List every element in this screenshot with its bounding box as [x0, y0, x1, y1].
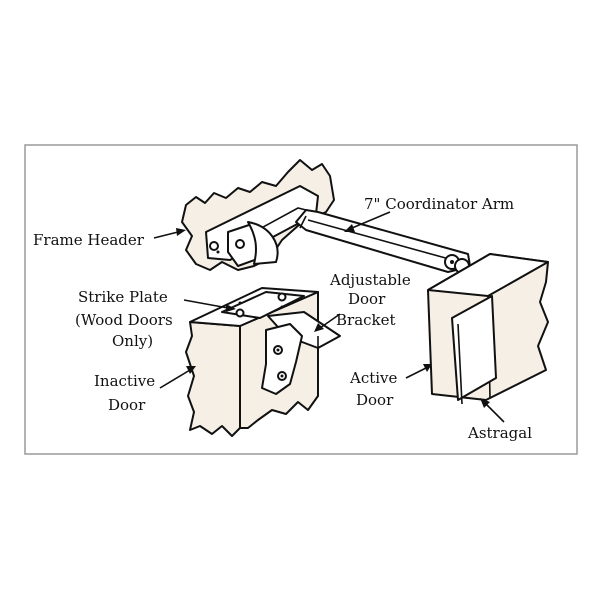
label-adjustable-line1: Adjustable [329, 271, 411, 289]
label-strike-plate-line2: (Wood Doors [75, 311, 173, 329]
label-inactive-line2: Door [108, 396, 146, 414]
label-coordinator-arm: 7" Coordinator Arm [364, 195, 514, 213]
leader-lines [153, 211, 505, 423]
label-inactive-line1: Inactive [94, 372, 155, 390]
label-active-line2: Door [356, 391, 394, 409]
label-frame-header: Frame Header [33, 231, 145, 249]
adjustable-door-bracket [261, 311, 341, 395]
label-strike-plate-line1: Strike Plate [78, 288, 168, 306]
label-active-line1: Active [349, 369, 398, 387]
label-astragal: Astragal [467, 424, 532, 442]
frame-header-block [181, 159, 335, 271]
label-strike-plate-line3: Only) [112, 332, 153, 350]
astragal-strip [451, 295, 497, 405]
label-adjustable-line3: Bracket [336, 311, 396, 329]
label-adjustable-line2: Door [348, 290, 386, 308]
